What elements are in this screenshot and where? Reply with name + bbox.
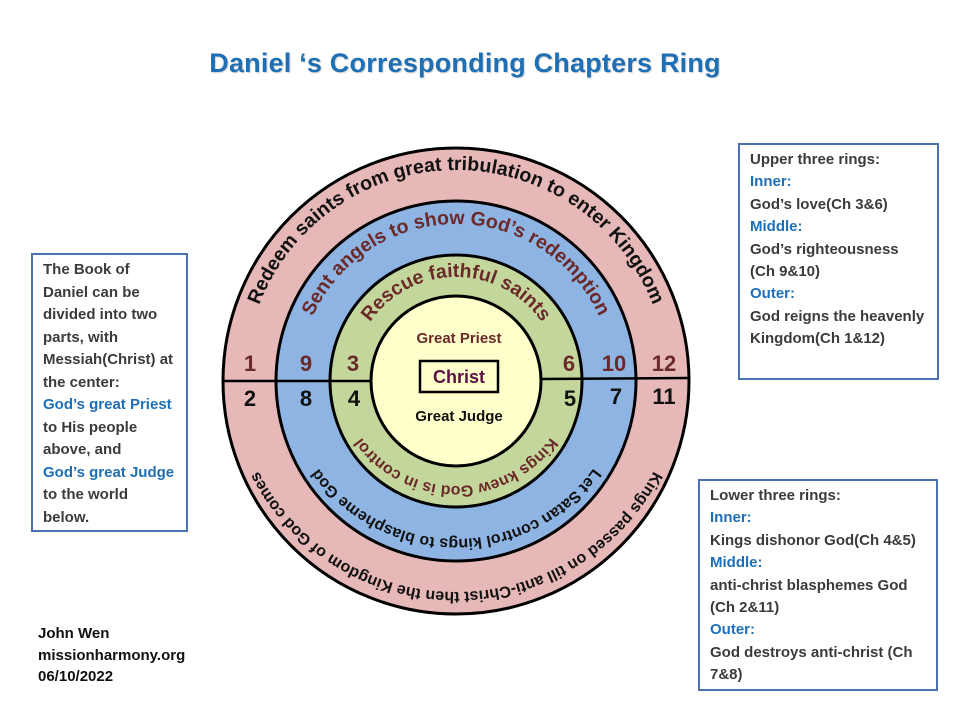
chapter-10: 10 [602, 351, 626, 376]
priest-tail-text: to His people above, and [43, 418, 138, 459]
chapter-7: 7 [610, 384, 622, 409]
credit-block: John Wen missionharmony.org 06/10/2022 [38, 623, 185, 688]
upper-outer-text: God reigns the heavenly Kingdom(Ch 1&12) [750, 307, 925, 348]
upper-middle-label: Middle: [750, 218, 803, 236]
divider-right [540, 376, 690, 381]
chapter-12: 12 [652, 351, 676, 376]
upper-rings-box: Upper three rings: Inner: God’s love(Ch … [738, 143, 939, 380]
chapter-3: 3 [347, 351, 359, 376]
lower-outer-label: Outer: [710, 621, 755, 639]
lower-rings-box: Lower three rings: Inner: Kings dishonor… [698, 479, 938, 691]
left-explanation-box: The Book of Daniel can be divided into t… [31, 253, 188, 532]
upper-outer-label: Outer: [750, 285, 795, 303]
christ-label: Christ [433, 367, 485, 387]
intro-text: The Book of Daniel can be divided into t… [43, 261, 174, 391]
lower-middle-text: anti-christ blasphemes God (Ch 2&11) [710, 576, 908, 617]
upper-middle-text: God’s righteousness (Ch 9&10) [750, 240, 899, 281]
priest-highlight: God’s great Priest [43, 396, 172, 413]
upper-heading: Upper three rings: [750, 151, 881, 168]
date: 06/10/2022 [38, 668, 114, 685]
lower-outer-text: God destroys anti-christ (Ch 7&8) [710, 643, 913, 684]
chapter-11: 11 [652, 384, 675, 409]
chapter-9: 9 [300, 351, 312, 376]
page-title: Daniel ‘s Corresponding Chapters Ring [209, 48, 721, 78]
chapter-1: 1 [244, 351, 256, 376]
chapter-8: 8 [300, 386, 312, 411]
website: missionharmony.org [38, 646, 186, 664]
chapter-2: 2 [244, 386, 256, 411]
lower-middle-label: Middle: [710, 554, 763, 572]
great-judge-label: Great Judge [415, 408, 503, 425]
judge-tail-text: to the world below. [43, 486, 128, 526]
christ-box [418, 359, 500, 394]
chapter-5: 5 [564, 386, 576, 411]
judge-highlight: God’s great Judge [43, 463, 175, 481]
lower-heading: Lower three rings: [710, 487, 841, 504]
lower-inner-text: Kings dishonor God(Ch 4&5) [710, 531, 916, 549]
upper-inner-text: God’s love(Ch 3&6) [750, 195, 888, 213]
chapter-6: 6 [563, 351, 575, 376]
upper-inner-label: Inner: [750, 173, 792, 191]
great-priest-label: Great Priest [416, 330, 501, 347]
author-name: John Wen [38, 625, 110, 642]
chapter-4: 4 [348, 386, 361, 411]
lower-inner-label: Inner: [710, 509, 752, 527]
